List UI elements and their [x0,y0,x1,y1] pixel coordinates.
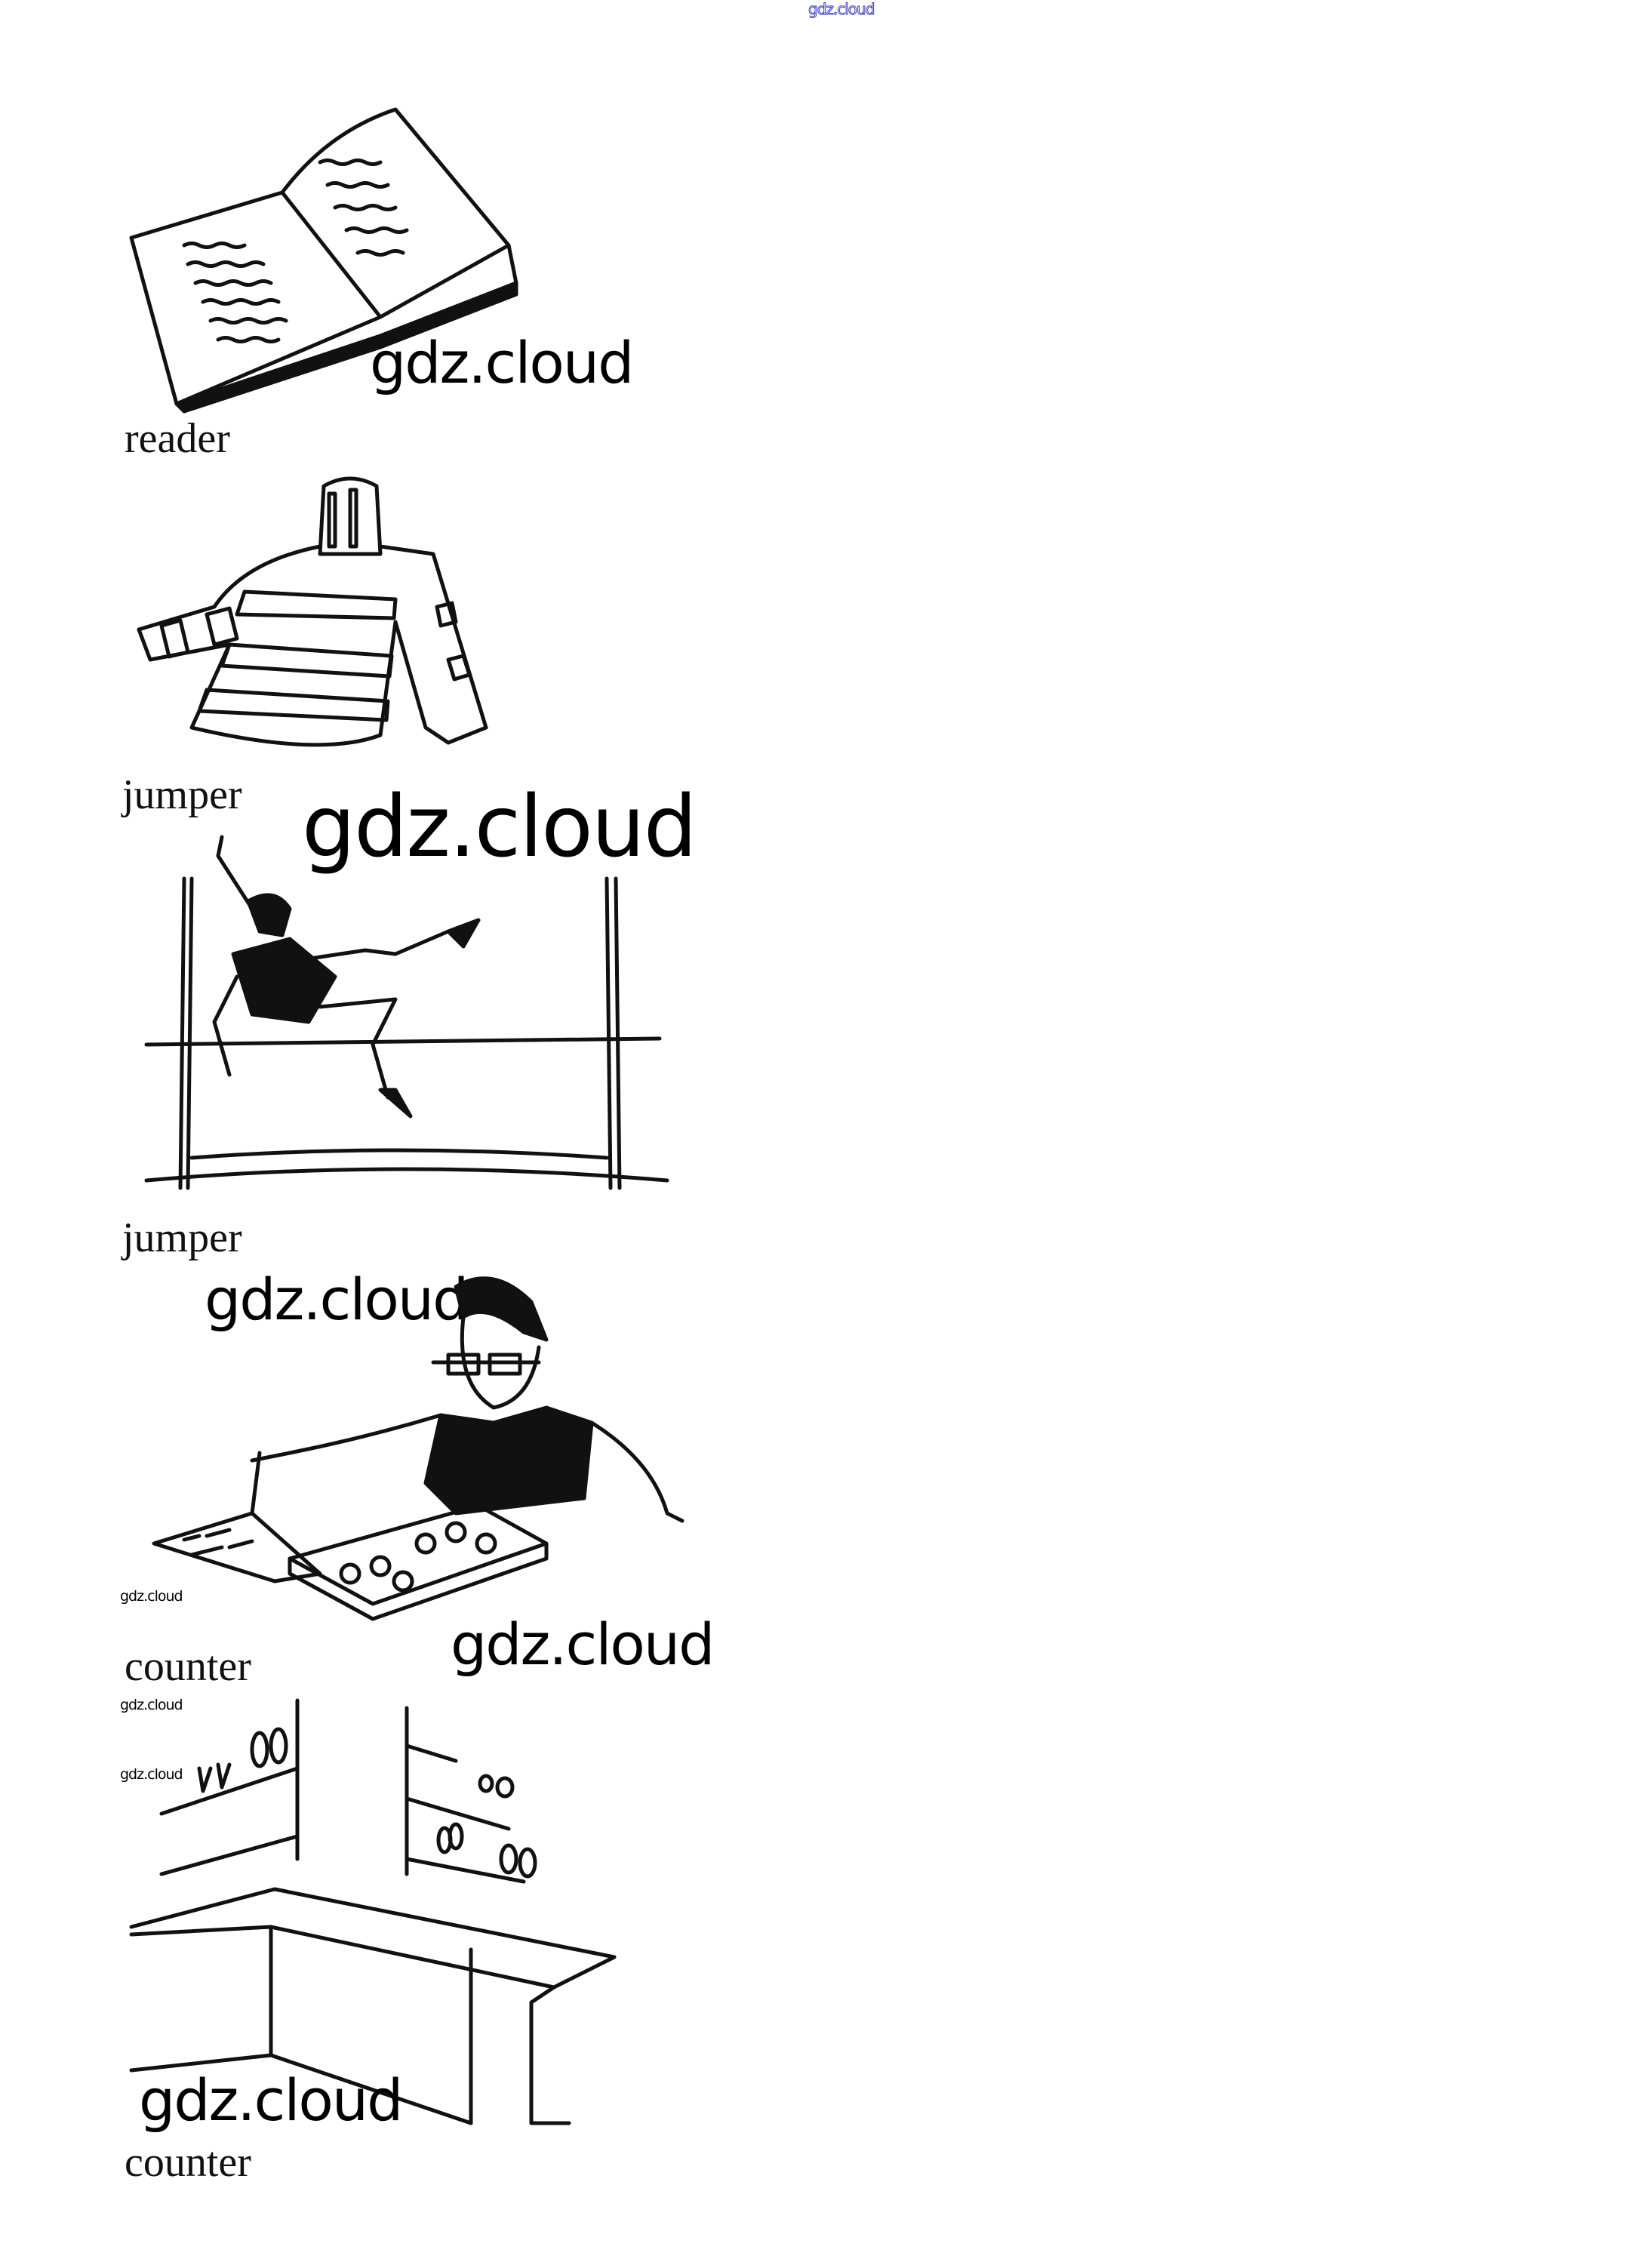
word-counter-shop: counter [125,2139,251,2186]
watermark-accountant: gdz.cloud [451,1611,715,1678]
watermark-book: gdz.cloud [370,329,634,396]
watermark-counter-small-2: gdz.cloud [120,1766,183,1783]
word-reader: reader [125,415,230,462]
watermark-counter-small-1: gdz.cloud [120,1697,183,1713]
watermark-sweater: gdz.cloud [302,778,697,876]
sweater-illustration [137,476,488,747]
watermark-counter: gdz.cloud [139,2067,403,2134]
high-jumper-illustration [144,835,669,1190]
watermark-highjump: gdz.cloud [205,1266,469,1333]
word-counter-person: counter [125,1643,251,1690]
watermark-top: gdz.cloud [808,0,875,18]
shop-counter-illustration [129,1698,617,2125]
book-illustration [129,107,518,414]
word-jumper-athlete: jumper [122,1214,242,1261]
word-jumper-sweater: jumper [122,771,242,818]
accountant-illustration [152,1276,684,1621]
watermark-accountant-small: gdz.cloud [120,1588,183,1605]
